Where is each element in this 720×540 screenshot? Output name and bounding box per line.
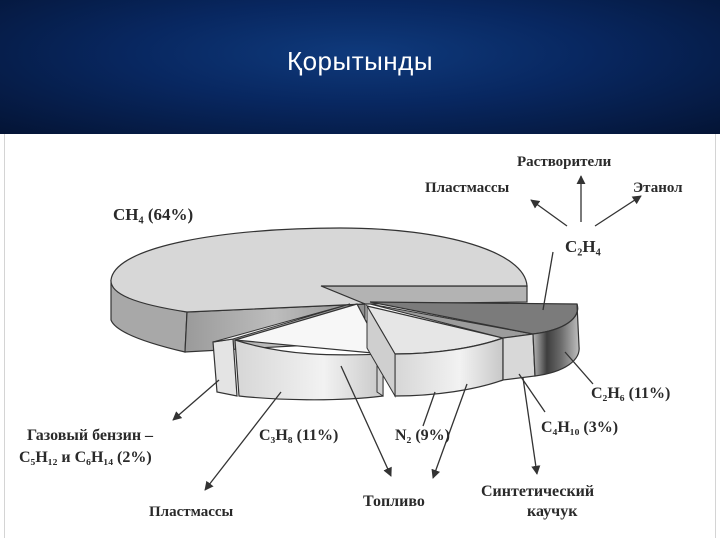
arrow-to-plastics-top [530, 199, 568, 227]
slide-header [0, 0, 720, 134]
arrow-n2-to-fuel [431, 383, 468, 479]
label-n2: N₂ (9%) [395, 427, 450, 444]
arrow-n2-label [422, 391, 436, 427]
natural-gas-diagram: CH₄ (64%) Газовый бензин – C₅H₁₂ и C₆H₁₄… [19, 154, 683, 520]
label-plastics-bottom: Пластмассы [149, 504, 234, 520]
label-c4h10: C₄H₁₀ (3%) [541, 419, 618, 436]
arrow-c3h8-to-fuel [340, 365, 392, 477]
arrow-to-plastics-bottom [204, 391, 282, 491]
label-fuel: Топливо [363, 493, 425, 510]
slice-c4h10 [369, 303, 536, 381]
diagram-panel: CH₄ (64%) Газовый бензин – C₅H₁₂ и C₆H₁₄… [4, 134, 716, 538]
slice-gas-petrol [212, 303, 351, 397]
arrow-c2h6-label [564, 351, 594, 385]
label-ch4: CH₄ (64%) [113, 205, 193, 224]
arrow-to-ethanol [594, 195, 642, 227]
label-gas-petrol-line2: C₅H₁₂ и C₆H₁₄ (2%) [19, 449, 152, 466]
arrow-c2h4-to-slice [542, 251, 554, 311]
arrows [172, 175, 642, 491]
slice-c3h8 [234, 303, 385, 401]
slice-c2h6 [369, 301, 580, 377]
arrow-to-rubber [522, 377, 541, 475]
label-plastics-top: Пластмассы [425, 180, 510, 196]
label-c2h4: C₂H₄ [565, 237, 601, 256]
label-gas-petrol-line1: Газовый бензин – [27, 427, 154, 444]
label-rubber-line2: каучук [527, 503, 578, 520]
label-rubber-line1: Синтетический [481, 483, 594, 500]
slice-n2 [365, 304, 506, 398]
label-ethanol: Этанол [633, 180, 683, 196]
label-c3h8: C₃H₈ (11%) [259, 427, 338, 444]
label-c2h6: C₂H₆ (11%) [591, 385, 670, 402]
slide-title: Қорытынды [286, 46, 434, 76]
label-solvents: Растворители [517, 154, 612, 170]
arrow-to-gas-petrol [172, 379, 220, 421]
